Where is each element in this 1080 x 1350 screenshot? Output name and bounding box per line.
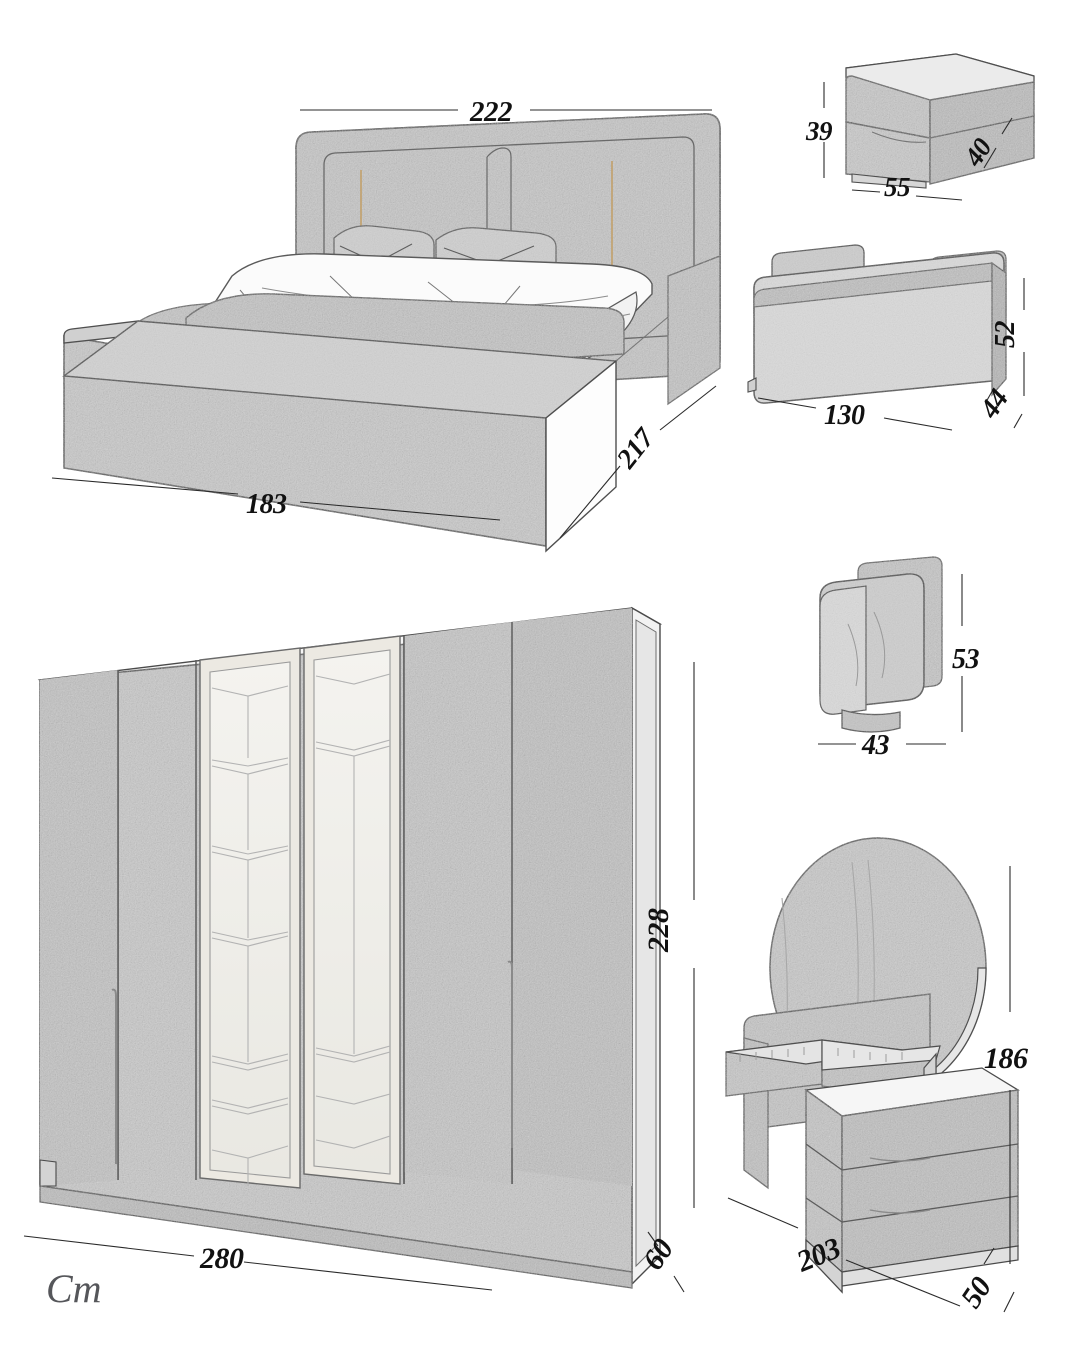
nightstand-width-label: 55 xyxy=(884,172,910,202)
bed-width-head-label: 222 xyxy=(469,96,512,128)
bed-dimensions xyxy=(51,109,717,539)
wardrobe-interior-left xyxy=(211,685,289,1186)
nightstand-height-label: 39 xyxy=(805,116,833,146)
wardrobe-height-label: 228 xyxy=(642,908,675,953)
pouf-width-label: 43 xyxy=(861,730,890,761)
signature-mark: Cm xyxy=(46,1266,102,1311)
bench-height-label: 52 xyxy=(990,321,1021,349)
pouf-height-label: 53 xyxy=(952,644,980,675)
pouf-drawing xyxy=(819,556,943,733)
wardrobe-drawing xyxy=(37,606,663,1289)
bench-dimensions xyxy=(757,278,1025,431)
bed-drawing xyxy=(62,113,721,553)
wardrobe-interior-right xyxy=(315,673,391,1149)
wardrobe-width-label: 280 xyxy=(199,1242,244,1275)
jewelry-dividers-left xyxy=(739,1047,805,1062)
dressing-table-drawing xyxy=(725,837,1020,1294)
bench-width-label: 130 xyxy=(824,400,865,431)
bed-depth-label: 217 xyxy=(610,422,661,475)
dresser-drawer-seams xyxy=(805,1143,1019,1223)
pouf-dimensions xyxy=(818,574,963,745)
wardrobe-dimensions xyxy=(23,662,695,1293)
dresser-depth-label: 50 xyxy=(954,1271,998,1314)
bench-drawing xyxy=(747,244,1007,404)
wardrobe-handle-right xyxy=(507,960,513,1148)
drawer-pull xyxy=(871,131,927,143)
jewelry-dividers-right xyxy=(837,1048,903,1062)
wardrobe-handle-left xyxy=(111,988,117,1164)
nightstand-dimensions xyxy=(823,82,1013,201)
bench-depth-label: 44 xyxy=(974,384,1016,425)
dresser-height-label: 186 xyxy=(984,1042,1028,1075)
dressing-table-dimensions xyxy=(727,866,1015,1313)
bed-width-base-label: 183 xyxy=(246,489,287,520)
nightstand-drawing xyxy=(845,53,1035,189)
